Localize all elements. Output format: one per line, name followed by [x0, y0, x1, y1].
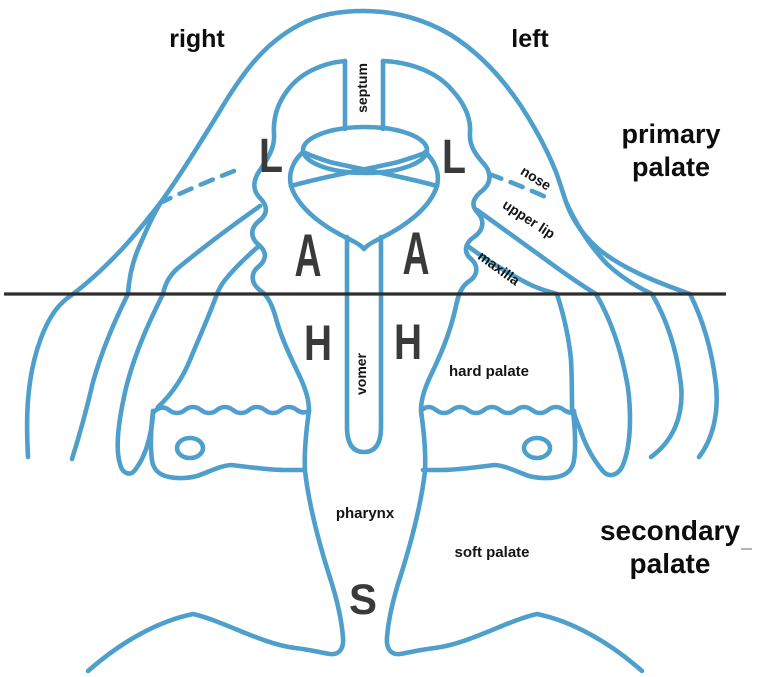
- letter-alveolus-right: A: [403, 220, 430, 287]
- arch-fork-left: [69, 199, 164, 462]
- shelf-foramen-right: [521, 435, 553, 461]
- primary-palate-label-line2: palate: [632, 152, 710, 182]
- nose-dashed-boundary-right: [486, 171, 555, 203]
- premaxilla-shield: [287, 149, 441, 252]
- secondary-palate-label-line1: secondary: [600, 515, 740, 546]
- outer-arch-outline: [24, 8, 719, 460]
- nasal-capsule-pharynx-left: [85, 58, 348, 674]
- letter-lip-right: L: [442, 131, 466, 184]
- shelf-foramen-left: [174, 435, 206, 461]
- soft-palate-label: soft palate: [454, 544, 529, 561]
- arch-fork-right: [563, 199, 684, 460]
- side-label-right: right: [169, 25, 225, 53]
- shelf-outline-left: [148, 408, 306, 481]
- side-label-left: left: [511, 25, 549, 53]
- nasal-capsule-pharynx-right: [380, 58, 645, 674]
- letter-alveolus-left: A: [295, 222, 322, 289]
- vomer-label: vomer: [353, 352, 369, 395]
- nose-dashed-boundary-left: [159, 168, 237, 205]
- letter-hard-palate-left: H: [304, 315, 332, 371]
- hard-palate-label: hard palate: [449, 363, 529, 380]
- shelf-wavy-top-right: [419, 404, 577, 416]
- letter-soft-palate: S: [349, 576, 377, 624]
- band-line-right-outer: [474, 207, 633, 478]
- primary-palate-label-line1: primary: [621, 119, 720, 149]
- band-line-right-inner: [466, 244, 575, 412]
- vomer-outline: [344, 234, 384, 455]
- septum-label: septum: [354, 63, 370, 113]
- cross-line-2: [300, 149, 440, 189]
- shelf-outline-right: [420, 408, 578, 481]
- letter-lip-left: L: [259, 130, 283, 183]
- band-line-left-outer: [115, 203, 263, 476]
- letter-hard-palate-right: H: [394, 314, 422, 370]
- shelf-wavy-top-left: [150, 404, 312, 416]
- pharynx-label: pharynx: [336, 505, 395, 522]
- premaxilla-ellipse: [300, 124, 430, 176]
- maxilla-label: maxilla: [475, 248, 523, 289]
- cross-line-1: [288, 149, 430, 189]
- secondary-palate-label-line2: palate: [630, 548, 711, 579]
